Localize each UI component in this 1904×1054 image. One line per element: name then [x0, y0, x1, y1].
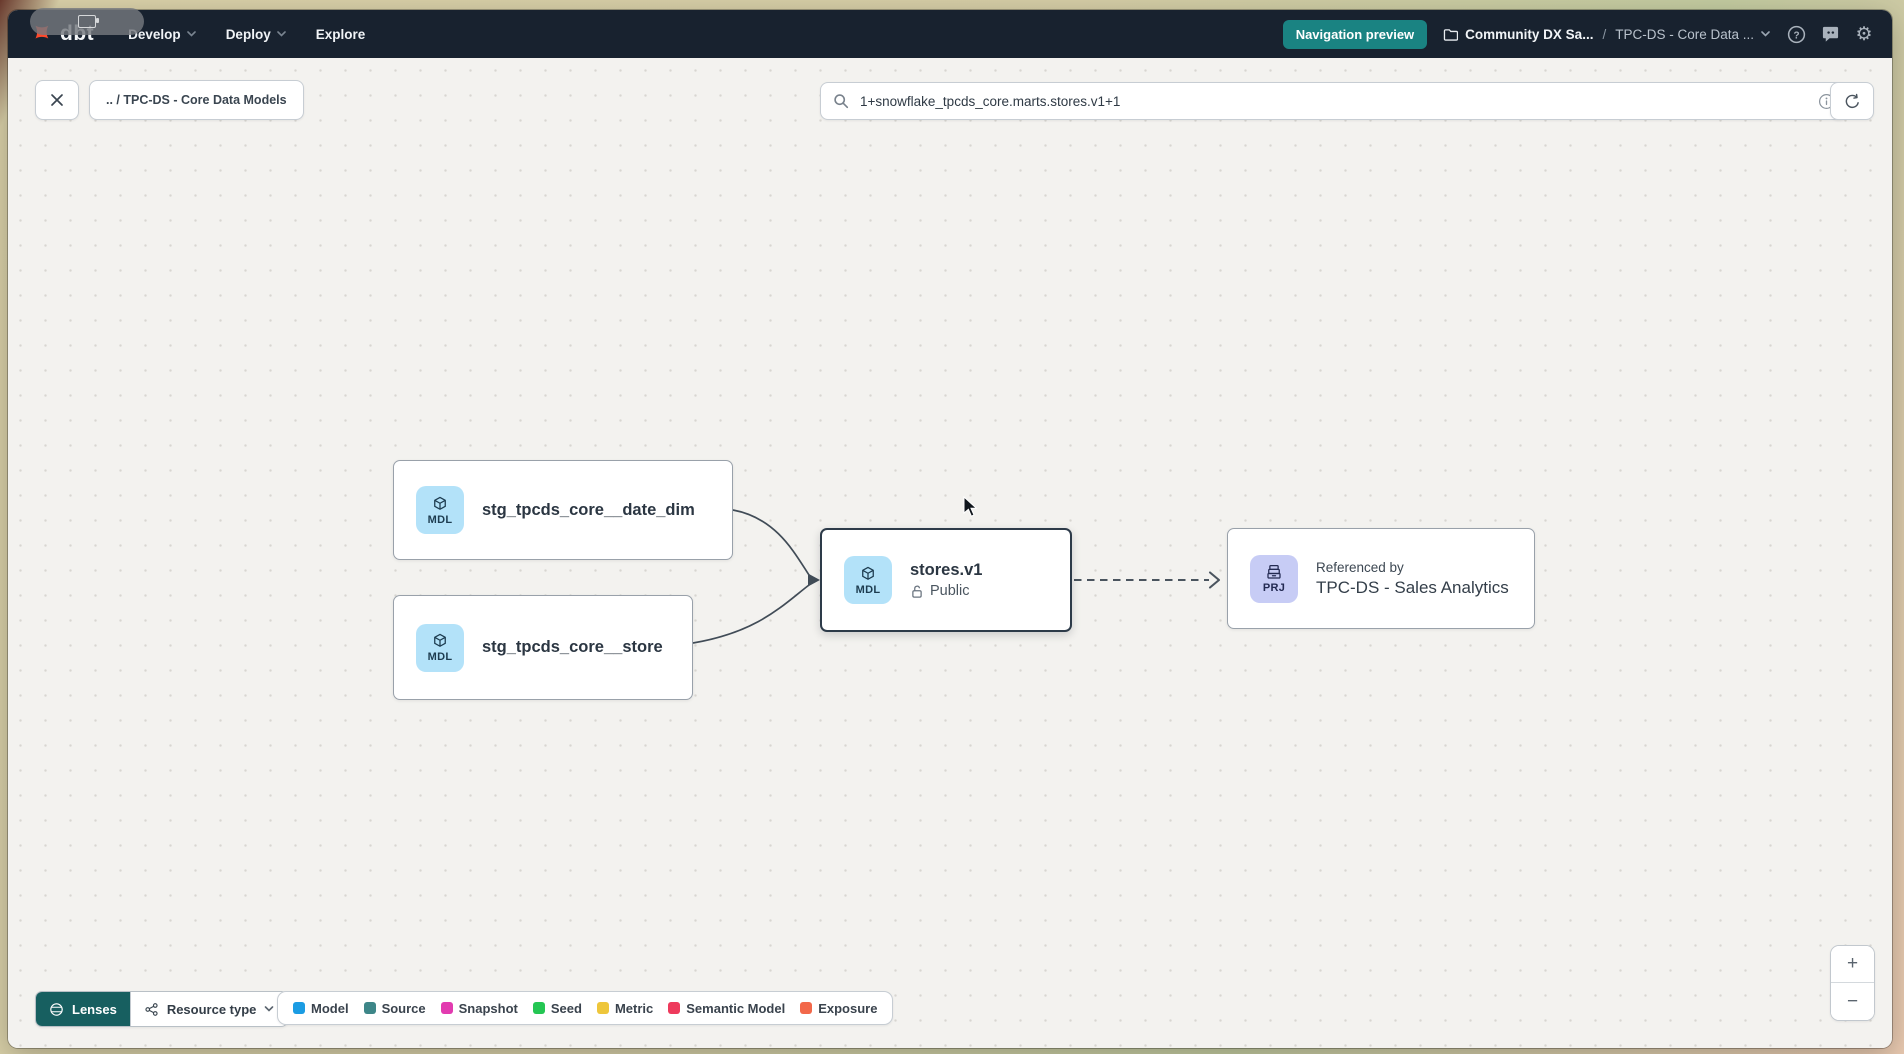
mouse-cursor: [963, 496, 978, 517]
cube-icon: [434, 496, 446, 510]
edge-date-dim-to-stores: [732, 509, 810, 576]
gear-icon[interactable]: ⚙: [1854, 24, 1874, 44]
help-icon[interactable]: ?: [1786, 24, 1806, 44]
semantic-model-swatch: [668, 1002, 681, 1014]
search-icon: [834, 94, 849, 109]
access-label: Public: [930, 583, 970, 599]
folder-icon: [1443, 28, 1459, 41]
nav-item-label: Develop: [128, 26, 181, 42]
node-title: TPC-DS - Sales Analytics: [1316, 577, 1509, 597]
node-stg-tpcds-core-date-dim[interactable]: MDL stg_tpcds_core__date_dim: [393, 460, 733, 560]
breadcrumb-account[interactable]: Community DX Sa...: [1443, 27, 1593, 42]
model-badge: MDL: [416, 486, 464, 534]
legend-item-seed: Seed: [532, 1000, 582, 1016]
model-badge: MDL: [844, 556, 892, 604]
cube-icon: [434, 633, 446, 647]
lenses-label: Lenses: [72, 1001, 117, 1017]
legend-label: Metric: [614, 1000, 654, 1016]
legend-label: Seed: [550, 1000, 582, 1016]
metric-swatch: [596, 1002, 609, 1014]
legend-item-source: Source: [363, 1000, 426, 1016]
legend-label: Model: [311, 1000, 349, 1016]
top-navbar: dbt Develop Deploy Explore Navigation pr…: [8, 10, 1892, 58]
resource-type-dropdown[interactable]: Resource type: [129, 992, 288, 1026]
breadcrumb-separator: /: [1602, 26, 1607, 42]
close-lineage-button[interactable]: [35, 80, 79, 120]
lens-icon: [50, 1002, 63, 1016]
zoom-in-button[interactable]: +: [1831, 946, 1874, 983]
node-access: Public: [910, 583, 982, 599]
node-title: stg_tpcds_core__date_dim: [482, 500, 695, 519]
badge-code: MDL: [855, 583, 881, 596]
graph-icon: [145, 1002, 158, 1016]
lineage-selector-input[interactable]: [858, 92, 1818, 110]
lineage-path-chip[interactable]: .. / TPC-DS - Core Data Models: [89, 80, 304, 120]
lineage-search: [820, 82, 1848, 120]
node-stg-tpcds-core-store[interactable]: MDL stg_tpcds_core__store: [393, 595, 693, 700]
badge-code: PRJ: [1262, 582, 1286, 594]
resource-legend: Model Source Snapshot Seed Metric Semant…: [277, 991, 894, 1025]
lineage-canvas[interactable]: .. / TPC-DS - Core Data Models MDL stg_t…: [8, 58, 1892, 1048]
legend-item-exposure: Exposure: [800, 1001, 877, 1016]
view-controls: Lenses Resource type: [35, 991, 289, 1027]
nav-item-label: Deploy: [225, 26, 271, 42]
legend-item-semantic-model: Semantic Model: [668, 1001, 785, 1016]
legend-item-snapshot: Snapshot: [440, 1000, 518, 1016]
feedback-icon[interactable]: [1820, 24, 1840, 44]
lineage-path-label: .. / TPC-DS - Core Data Models: [106, 93, 287, 107]
edge-arrowhead: [808, 573, 820, 587]
legend-item-model: Model: [293, 1001, 349, 1016]
nav-item-label: Explore: [315, 26, 366, 42]
nav-item-explore[interactable]: Explore: [316, 27, 366, 42]
badge-code: MDL: [427, 513, 453, 526]
svg-text:?: ?: [1793, 30, 1799, 41]
dashed-arrowhead: [1208, 571, 1221, 589]
app-window: dbt Develop Deploy Explore Navigation pr…: [8, 10, 1892, 1048]
drawers-icon: [1267, 564, 1281, 579]
lenses-button[interactable]: Lenses: [36, 992, 130, 1026]
project-badge: PRJ: [1250, 554, 1298, 603]
camera-icon: [78, 15, 99, 28]
resource-type-label: Resource type: [166, 1001, 257, 1017]
node-stores-v1[interactable]: MDL stores.v1 Public: [820, 528, 1072, 632]
nav-item-develop[interactable]: Develop: [128, 27, 196, 42]
close-icon: [51, 94, 63, 106]
breadcrumb: Community DX Sa... / TPC-DS - Core Data …: [1443, 27, 1770, 42]
chevron-down-icon: [1761, 31, 1770, 37]
breadcrumb-account-label: Community DX Sa...: [1465, 26, 1594, 42]
legend-item-metric: Metric: [596, 1000, 654, 1016]
snapshot-swatch: [440, 1002, 453, 1014]
breadcrumb-project[interactable]: TPC-DS - Core Data ...: [1615, 27, 1770, 42]
zoom-out-button[interactable]: −: [1831, 983, 1874, 1020]
refresh-lineage-button[interactable]: [1830, 82, 1874, 120]
unlock-icon: [912, 585, 922, 598]
gear-glyph: ⚙: [1855, 23, 1873, 45]
navigation-preview-badge[interactable]: Navigation preview: [1282, 19, 1428, 49]
screen-recording-indicator: [30, 8, 144, 35]
cube-icon: [862, 566, 874, 580]
refresh-icon: [1845, 93, 1859, 108]
breadcrumb-project-label: TPC-DS - Core Data ...: [1615, 26, 1754, 42]
model-swatch: [293, 1002, 305, 1014]
legend-label: Semantic Model: [686, 1000, 786, 1016]
node-kicker: Referenced by: [1316, 559, 1404, 575]
node-title: stg_tpcds_core__store: [482, 638, 663, 656]
chevron-down-icon: [186, 31, 196, 37]
exposure-swatch: [800, 1002, 813, 1014]
node-title: stores.v1: [910, 561, 983, 579]
badge-code: MDL: [427, 651, 453, 663]
edge-store-to-stores: [692, 584, 810, 644]
legend-label: Source: [381, 1000, 426, 1016]
zoom-controls: + −: [1830, 945, 1875, 1021]
seed-swatch: [532, 1002, 545, 1014]
nav-item-deploy[interactable]: Deploy: [226, 27, 286, 42]
source-swatch: [363, 1002, 376, 1014]
legend-label: Snapshot: [458, 1000, 518, 1016]
model-badge: MDL: [416, 623, 464, 672]
node-referenced-project[interactable]: PRJ Referenced by TPC-DS - Sales Analyti…: [1227, 528, 1535, 629]
chevron-down-icon: [265, 1006, 274, 1012]
legend-label: Exposure: [818, 1000, 878, 1016]
chevron-down-icon: [276, 31, 286, 37]
